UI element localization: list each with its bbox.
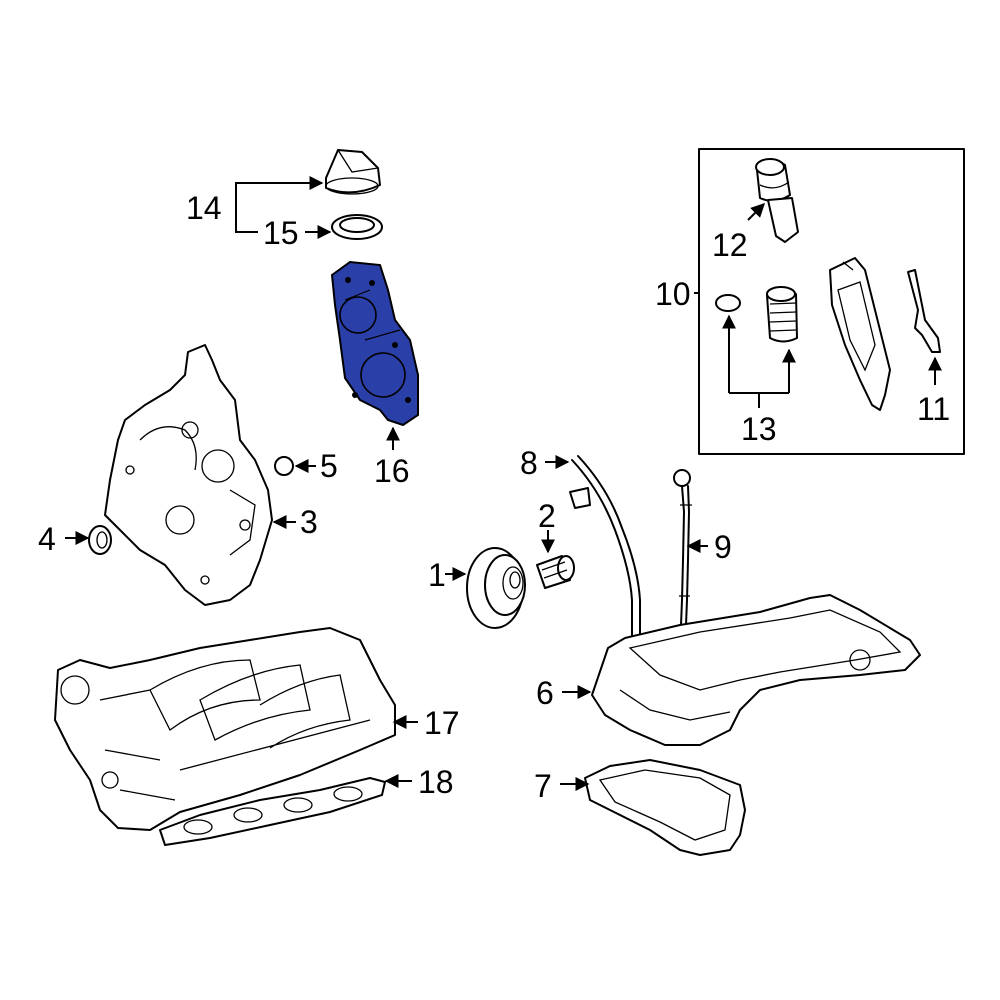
callout-17[interactable]: 17	[424, 705, 460, 741]
callout-8[interactable]: 8	[520, 445, 538, 481]
callout-4[interactable]: 4	[38, 521, 56, 557]
part-1-crankshaft-pulley[interactable]	[466, 547, 526, 629]
leader-lines	[65, 176, 942, 791]
callout-6[interactable]: 6	[536, 675, 554, 711]
part-16-timing-cover-plate[interactable]	[330, 260, 419, 427]
callout-12[interactable]: 12	[712, 227, 748, 263]
part-11-gasket[interactable]	[907, 269, 941, 353]
callout-labels: 1 2 3 4 5 6 7 8 9 10 11 12 13 14 15 16 1…	[38, 190, 950, 804]
part-10-filter-housing[interactable]	[829, 257, 891, 411]
callout-9[interactable]: 9	[714, 529, 732, 565]
callout-11[interactable]: 11	[917, 391, 950, 427]
part-18-manifold-gasket[interactable]	[159, 777, 386, 846]
part-6-oil-pan[interactable]	[591, 594, 921, 746]
part-15-cap-seal[interactable]	[331, 214, 383, 240]
part-5-plug[interactable]	[274, 456, 294, 476]
part-3-timing-cover[interactable]	[104, 344, 273, 606]
callout-7[interactable]: 7	[534, 768, 552, 804]
callout-1[interactable]: 1	[428, 557, 446, 593]
callout-16[interactable]: 16	[374, 453, 410, 489]
inset-box	[698, 148, 965, 455]
part-12-sensor[interactable]	[755, 158, 799, 243]
part-4-seal[interactable]	[88, 525, 112, 555]
callout-14[interactable]: 14	[186, 190, 222, 226]
callout-10[interactable]: 10	[655, 276, 691, 312]
part-7-lower-oil-pan[interactable]	[584, 759, 746, 856]
part-8-dipstick-tube[interactable]	[569, 455, 641, 639]
callout-2[interactable]: 2	[538, 498, 556, 534]
callout-15[interactable]: 15	[263, 215, 299, 251]
part-14-oil-cap[interactable]	[325, 149, 381, 195]
part-17-intake-manifold[interactable]	[54, 627, 396, 831]
callout-13[interactable]: 13	[741, 411, 777, 447]
callout-5[interactable]: 5	[320, 448, 338, 484]
callout-3[interactable]: 3	[300, 504, 318, 540]
part-13-filter-set[interactable]	[715, 286, 798, 343]
callout-18[interactable]: 18	[418, 764, 454, 800]
part-9-dipstick[interactable]	[673, 469, 692, 626]
part-2-bolt[interactable]	[536, 555, 575, 589]
